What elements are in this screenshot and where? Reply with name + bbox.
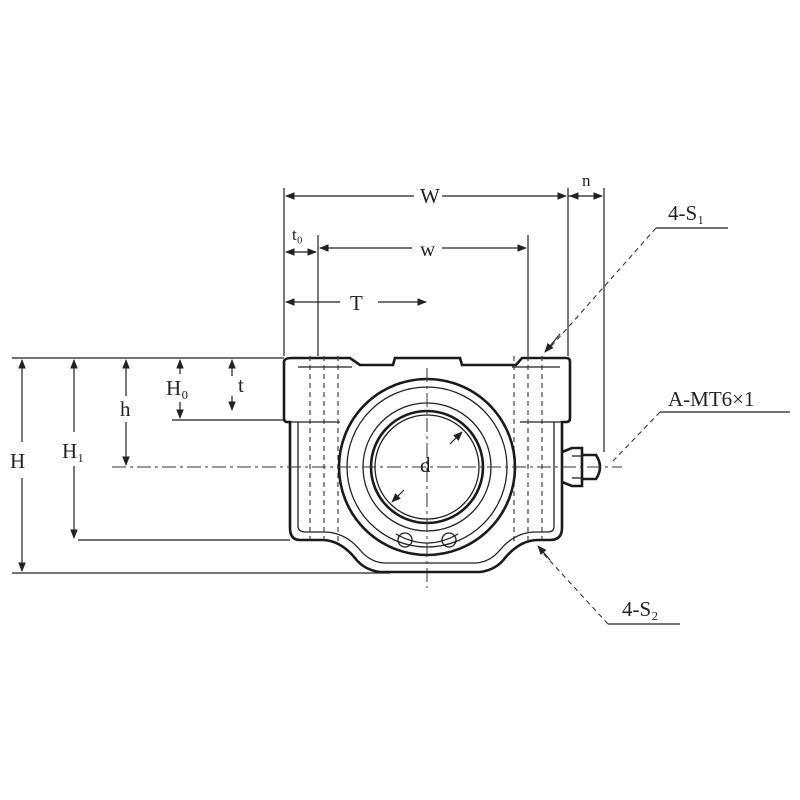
label-H0: H₀ <box>166 376 189 400</box>
dimension-lines <box>12 188 790 625</box>
label-n: n <box>582 171 591 190</box>
label-h: h <box>120 397 131 421</box>
label-4-S1: 4-S₁ <box>668 201 705 225</box>
label-d: d <box>420 453 431 477</box>
label-4-S2: 4-S₂ <box>622 597 659 621</box>
housing-body <box>282 356 572 574</box>
bolt-hole-hidden-lines <box>309 356 543 545</box>
label-t0: t₀ <box>292 225 303 244</box>
label-w: w <box>420 237 436 261</box>
label-t: t <box>238 373 244 397</box>
label-T: T <box>350 291 363 315</box>
label-A-MT6x1: A-MT6×1 <box>668 387 755 411</box>
label-W: W <box>420 184 440 208</box>
label-H1: H₁ <box>62 439 85 463</box>
dimension-labels: W n t₀ w T H₀ t h H H₁ d 4-S₁ A-MT6×1 4-… <box>10 171 755 621</box>
centerlines <box>112 368 622 588</box>
ring-holes <box>395 532 459 548</box>
label-H: H <box>10 449 25 473</box>
